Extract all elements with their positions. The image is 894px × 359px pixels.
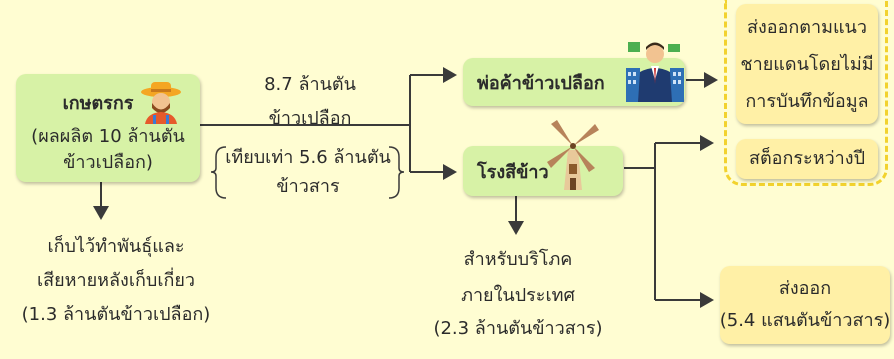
border-export-line3: การบันทึกข้อมูล [745, 90, 869, 112]
farmer-icon [139, 80, 183, 124]
farmer-line1: (ผลผลิต 10 ล้านตัน [31, 126, 185, 147]
paddy-line2: ข้าวเปลือก [268, 108, 352, 129]
domestic-line2: ภายในประเทศ [461, 285, 575, 306]
seed-loss-line1: เก็บไว้ทำพันธุ์และ [47, 236, 185, 257]
mill-node: โรงสีข้าว [463, 146, 623, 196]
paddy-eq-line1: เทียบเท่า 5.6 ล้านตัน [225, 147, 391, 168]
mill-label: โรงสีข้าว [477, 161, 549, 183]
farmer-title: เกษตรกร [62, 92, 134, 114]
border-export-line1: ส่งออกตามแนว [747, 16, 867, 38]
border-export-node: ส่งออกตามแนว ชายแดนโดยไม่มี การบันทึกข้อ… [736, 4, 878, 124]
seed-loss-line2: เสียหายหลังเก็บเกี่ยว [36, 270, 196, 291]
right-brace [388, 146, 405, 199]
export-line2: (5.4 แสนตันข้าวสาร) [719, 310, 891, 331]
dashed-group [724, 0, 888, 186]
windmill-icon [545, 116, 601, 190]
paddy-eq-line2: ข้าวสาร [276, 176, 340, 197]
domestic-line1: สำหรับบริโภค [463, 249, 573, 270]
trader-icon [624, 38, 686, 102]
seed-loss-line3: (1.3 ล้านตันข้าวเปลือก) [21, 304, 211, 325]
export-node: ส่งออก (5.4 แสนตันข้าวสาร) [720, 266, 890, 344]
farmer-node: เกษตรกร (ผลผลิต 10 ล้านตัน ข้าวเปลือก) [16, 74, 200, 182]
stock-node: สต็อกระหว่างปี [736, 139, 878, 179]
domestic-line3: (2.3 ล้านตันข้าวสาร) [433, 318, 603, 339]
left-brace [210, 146, 227, 199]
paddy-line1: 8.7 ล้านตัน [264, 74, 356, 95]
trader-label: พ่อค้าข้าวเปลือก [477, 72, 605, 94]
border-export-line2: ชายแดนโดยไม่มี [740, 53, 874, 75]
export-line1: ส่งออก [778, 278, 832, 299]
farmer-line2: ข้าวเปลือก) [63, 152, 153, 173]
stock-label: สต็อกระหว่างปี [748, 148, 865, 169]
